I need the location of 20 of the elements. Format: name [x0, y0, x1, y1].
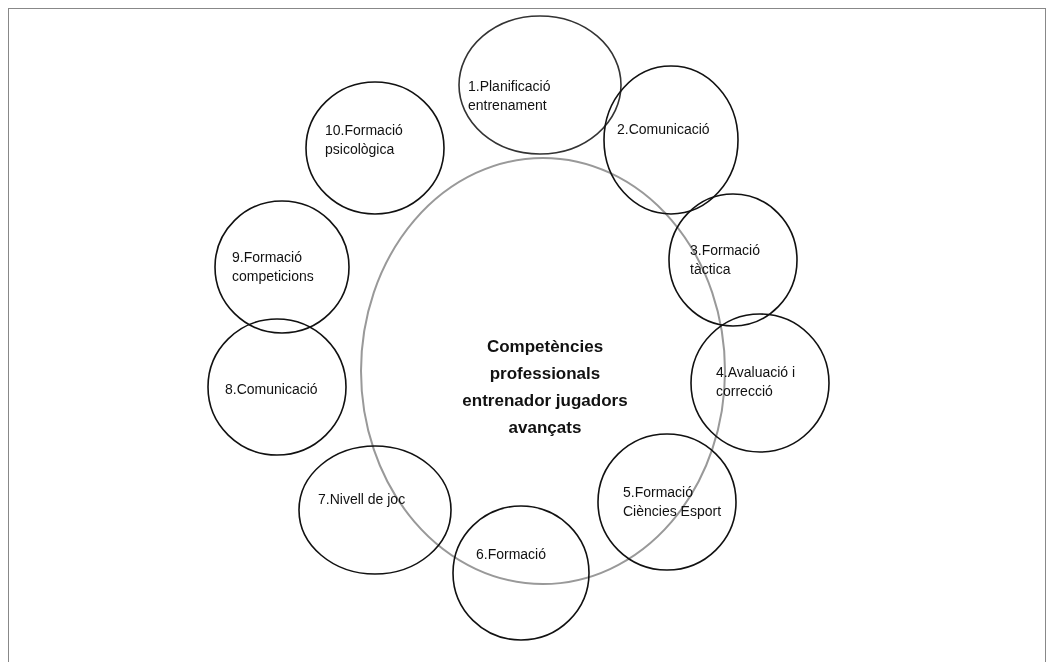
circle-label: 7.Nivell de joc	[318, 490, 407, 509]
circle-node	[207, 318, 347, 456]
circle-node	[214, 200, 350, 334]
circle-label: 4.Avaluació i correcció	[716, 363, 797, 401]
circle-node	[452, 505, 590, 641]
circle-label: 1.Planificació entrenament	[468, 77, 552, 115]
central-title: Competències professionals entrenador jugadors avançats	[461, 336, 629, 439]
circle-label: 9.Formació competicions	[232, 248, 315, 286]
circle-label: 5.Formació Ciències Esport	[623, 483, 723, 521]
circle-node	[603, 65, 739, 215]
circle-label: 6.Formació	[476, 545, 548, 564]
circle-node	[597, 433, 737, 571]
circle-node	[305, 81, 445, 215]
circle-label: 3.Formació tàctica	[690, 241, 762, 279]
circle-node	[298, 445, 452, 575]
circle-label: 2.Comunicació	[617, 120, 711, 139]
circle-label: 10.Formació psicològica	[325, 121, 404, 159]
circle-node	[690, 313, 830, 453]
circle-label: 8.Comunicació	[225, 380, 319, 399]
circle-node	[668, 193, 798, 327]
